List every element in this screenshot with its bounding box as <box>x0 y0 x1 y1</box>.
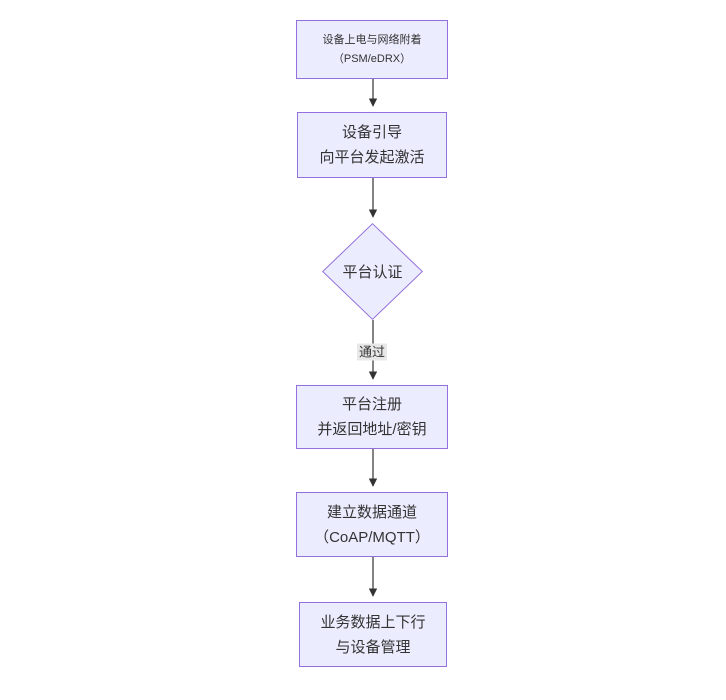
node-label-line: 与设备管理 <box>335 638 411 656</box>
node-label-line: 设备引导 <box>341 124 402 141</box>
node-label-line: 向平台发起激活 <box>319 149 425 166</box>
edge-label-pass: 通过 <box>356 343 388 361</box>
node-label-line: 平台注册 <box>341 396 402 413</box>
node-business-data: 业务数据上下行 与设备管理 <box>299 602 447 667</box>
node-label-line: 设备上电与网络附着 <box>322 33 422 46</box>
decision-platform-auth-shape <box>322 223 423 320</box>
node-label-line: 平台认证 <box>342 264 403 281</box>
node-label-line: 业务数据上下行 <box>320 613 426 631</box>
decision-platform-auth: 平台认证 <box>322 223 423 320</box>
node-label-line: （PSM/eDRX） <box>332 52 412 65</box>
node-label-line: （CoAP/MQTT） <box>314 528 430 546</box>
node-device-power-attach: 设备上电与网络附着 （PSM/eDRX） <box>296 20 448 79</box>
node-platform-register: 平台注册 并返回地址/密钥 <box>296 385 448 449</box>
node-label-line: 建立数据通道 <box>326 503 417 521</box>
node-label-line: 并返回地址/密钥 <box>317 421 427 438</box>
node-device-bootstrap: 设备引导 向平台发起激活 <box>297 112 447 178</box>
node-data-channel: 建立数据通道 （CoAP/MQTT） <box>296 492 448 557</box>
